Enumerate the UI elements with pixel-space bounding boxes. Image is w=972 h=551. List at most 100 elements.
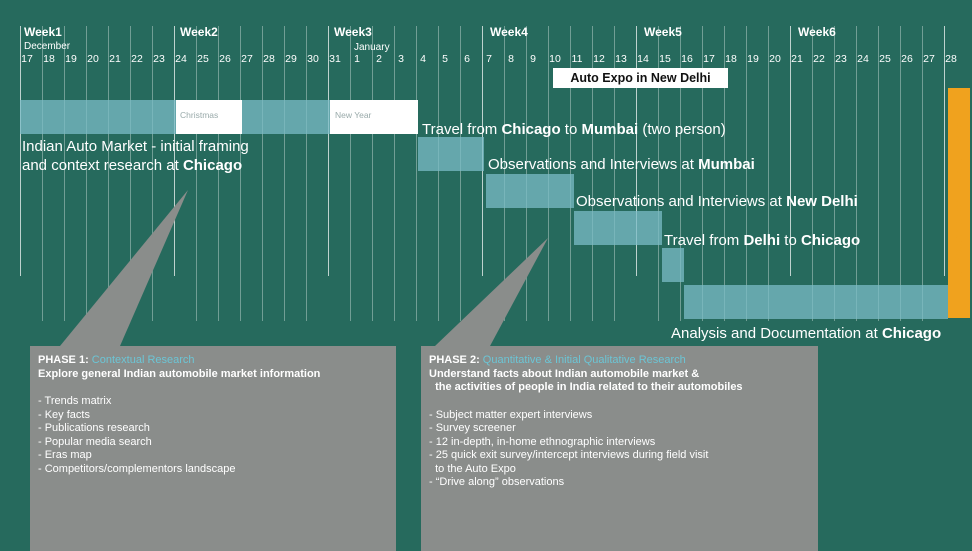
task-bar <box>574 211 662 245</box>
day-label: 11 <box>571 53 583 65</box>
day-gridline <box>438 26 439 321</box>
week-divider <box>328 26 329 276</box>
day-label: 14 <box>637 53 649 65</box>
day-label: 4 <box>420 53 426 65</box>
day-label: 17 <box>21 53 33 65</box>
day-gridline <box>680 26 681 321</box>
task-bar <box>418 137 484 171</box>
day-label: 2 <box>376 53 382 65</box>
phase1-lead: Explore general Indian automobile market… <box>38 367 321 380</box>
day-gridline <box>856 26 857 321</box>
day-label: 7 <box>486 53 492 65</box>
task-label: Observations and Interviews at New Delhi <box>576 193 858 210</box>
day-label: 24 <box>175 53 187 65</box>
list-item: - 12 in-depth, in-home ethnographic inte… <box>429 435 656 448</box>
day-label: 9 <box>530 53 536 65</box>
month-label: January <box>354 42 390 53</box>
day-gridline <box>108 26 109 321</box>
day-label: 28 <box>263 53 275 65</box>
phase1-items: - Trends matrix - Key facts - Publicatio… <box>38 395 388 476</box>
day-gridline <box>768 26 769 321</box>
week-label: Week1 <box>24 25 62 39</box>
day-label: 20 <box>87 53 99 65</box>
list-item: to the Auto Expo <box>429 462 516 475</box>
day-gridline <box>614 26 615 321</box>
task-bar <box>242 100 330 134</box>
day-gridline <box>394 26 395 321</box>
day-label: 22 <box>813 53 825 65</box>
day-label: 1 <box>354 53 360 65</box>
day-label: 26 <box>901 53 913 65</box>
day-gridline <box>724 26 725 321</box>
day-label: 3 <box>398 53 404 65</box>
task-bar <box>20 100 176 134</box>
day-gridline <box>746 26 747 321</box>
task-label: Observations and Interviews at Mumbai <box>488 156 755 173</box>
day-gridline <box>526 26 527 321</box>
list-item: - Survey screener <box>429 422 516 434</box>
phase1-pointer <box>60 190 188 346</box>
day-label: 17 <box>703 53 715 65</box>
auto-expo-label: Auto Expo in New Delhi <box>553 68 728 88</box>
list-item: - 25 quick exit survey/intercept intervi… <box>429 449 709 461</box>
day-label: 22 <box>131 53 143 65</box>
week-label: Week5 <box>644 25 682 39</box>
week-divider <box>20 26 21 276</box>
task-label: Travel from Chicago to Mumbai (two perso… <box>422 121 726 138</box>
list-item: - Trends matrix <box>38 395 112 407</box>
day-gridline <box>922 26 923 321</box>
day-label: 5 <box>442 53 448 65</box>
day-gridline <box>262 26 263 321</box>
day-label: 23 <box>153 53 165 65</box>
day-label: 16 <box>681 53 693 65</box>
day-gridline <box>372 26 373 321</box>
day-gridline <box>812 26 813 321</box>
day-label: 18 <box>725 53 737 65</box>
day-gridline <box>900 26 901 321</box>
day-gridline <box>306 26 307 321</box>
task-label: Analysis and Documentation at Chicago <box>671 325 942 342</box>
week-divider <box>944 26 945 276</box>
day-gridline <box>834 26 835 321</box>
holiday-bar <box>176 100 242 134</box>
day-label: 30 <box>307 53 319 65</box>
day-gridline <box>460 26 461 321</box>
list-item: - Competitors/complementors landscape <box>38 462 236 475</box>
list-item: - Popular media search <box>38 435 152 448</box>
day-label: 25 <box>879 53 891 65</box>
day-label: 31 <box>329 53 341 65</box>
list-item: - Eras map <box>38 449 92 461</box>
day-gridline <box>702 26 703 321</box>
week-divider <box>636 26 637 276</box>
day-label: 15 <box>659 53 671 65</box>
task-label: Travel from Delhi to Chicago <box>664 232 861 249</box>
day-label: 12 <box>593 53 605 65</box>
day-gridline <box>548 26 549 321</box>
day-label: 25 <box>197 53 209 65</box>
day-label: 18 <box>43 53 55 65</box>
task-bar <box>486 174 574 208</box>
day-gridline <box>570 26 571 321</box>
phase2-pointer <box>435 238 548 346</box>
day-gridline <box>64 26 65 321</box>
week-label: Week4 <box>490 25 528 39</box>
day-gridline <box>350 26 351 321</box>
week-label: Week6 <box>798 25 836 39</box>
day-label: 8 <box>508 53 514 65</box>
day-gridline <box>218 26 219 321</box>
week-divider <box>174 26 175 276</box>
day-label: 13 <box>615 53 627 65</box>
day-label: 6 <box>464 53 470 65</box>
day-gridline <box>240 26 241 321</box>
day-gridline <box>196 26 197 321</box>
list-item: - “Drive along” observations <box>429 476 565 488</box>
day-gridline <box>416 26 417 321</box>
day-label: 26 <box>219 53 231 65</box>
phase2-items: - Subject matter expert interviews - Sur… <box>429 409 810 490</box>
phase1-box: PHASE 1: Contextual Research Explore gen… <box>30 346 396 551</box>
holiday-bar <box>330 100 418 134</box>
phase1-title: Contextual Research <box>88 354 195 366</box>
day-gridline <box>42 26 43 321</box>
day-label: 21 <box>791 53 803 65</box>
